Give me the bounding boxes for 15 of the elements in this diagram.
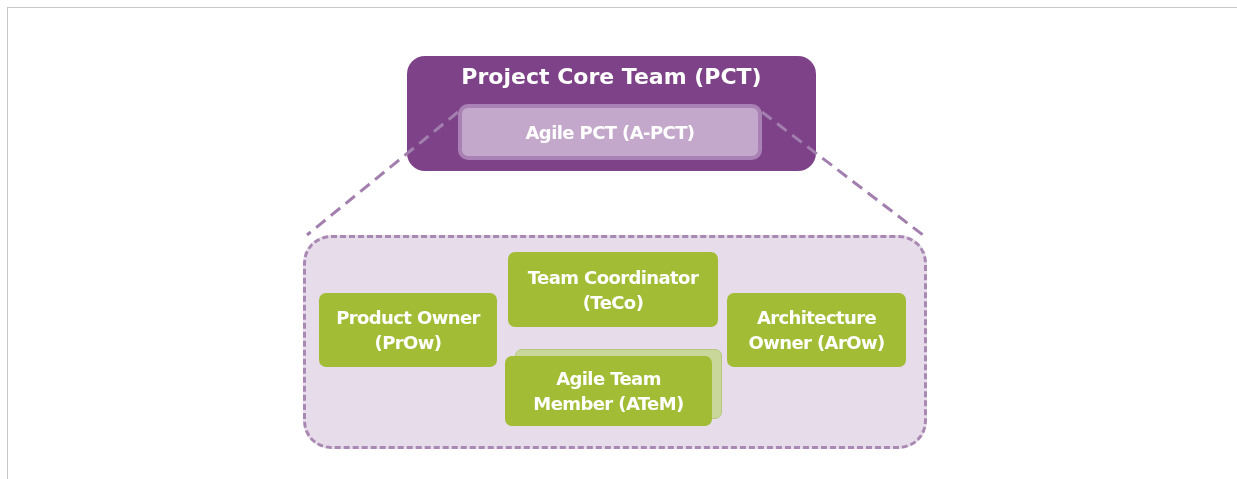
dashed-connector — [761, 110, 924, 237]
node-label: Project Core Team (PCT) — [460, 64, 763, 89]
role-box — [727, 293, 906, 367]
node-label: Agile Team Member (ATeM) — [532, 367, 685, 416]
role-box — [508, 252, 718, 327]
node-label: Team Coordinator (TeCo) — [526, 265, 700, 315]
node-label: Product Owner (PrOw) — [335, 306, 482, 355]
sub-team-box — [458, 104, 762, 160]
role-box — [505, 356, 712, 426]
dashed-connector — [306, 110, 459, 237]
expanded-team-area — [303, 235, 927, 449]
role-box — [319, 293, 497, 367]
node-label: Agile PCT (A-PCT) — [525, 120, 695, 145]
team-box — [407, 56, 816, 171]
node-label: Architecture Owner (ArOw) — [747, 306, 886, 355]
